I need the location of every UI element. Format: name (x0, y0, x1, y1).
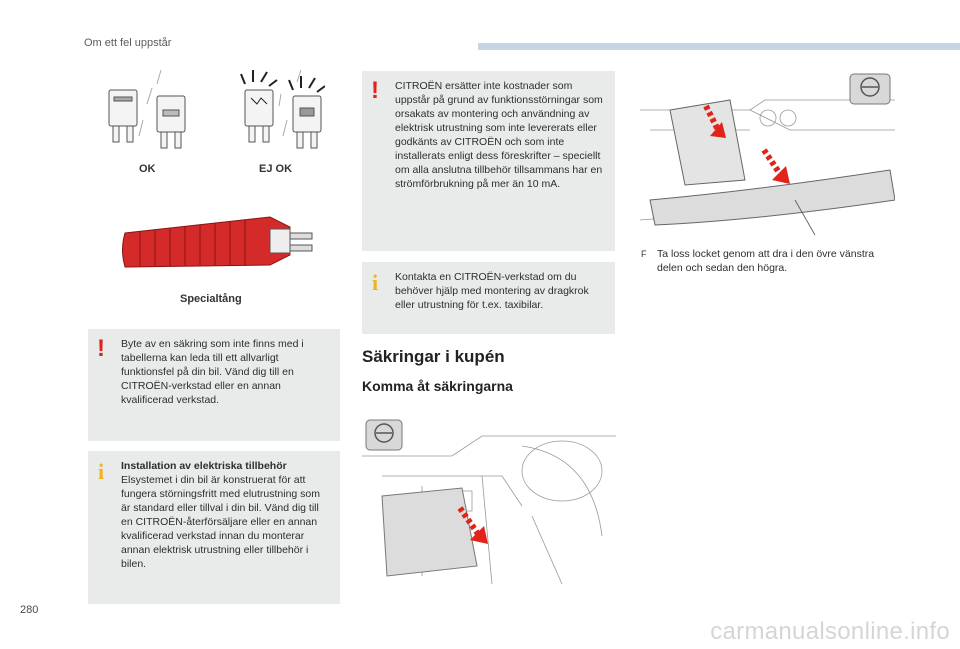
warning-exclamation-icon: ! (97, 335, 105, 362)
pliers-caption: Specialtång (180, 293, 242, 305)
fuse-blown-icon (244, 89, 274, 143)
glovebox-cover (381, 487, 478, 577)
watermark: carmanualsonline.info (710, 618, 950, 645)
info-box-electrical: i Installation av elektriska tillbehör E… (88, 451, 340, 604)
info-i-icon: i (98, 459, 105, 484)
step-remove-cover: F Ta loss locket genom att dra i den övr… (641, 247, 891, 275)
cabin-dashboard-illustration (362, 416, 616, 584)
red-arrow-icon (457, 506, 488, 544)
warning-exclamation-icon: ! (371, 77, 379, 104)
red-arrow-icon (703, 104, 726, 138)
steering-wheel-icon (365, 419, 403, 451)
section-title: Säkringar i kupén (362, 347, 505, 366)
step-text: Ta loss locket genom att dra i den övre … (657, 248, 875, 274)
fuse-blown-icon (292, 95, 322, 149)
glovebox-cavity (649, 169, 895, 226)
fuse-pliers-icon (122, 216, 313, 268)
fuse-not-ok-label: EJ OK (259, 163, 293, 175)
fuse-ok-label: OK (139, 163, 156, 175)
fuse-pliers-illustration (122, 216, 313, 268)
info-electrical-text: Elsystemet i din bil är konstruerat för … (121, 474, 321, 570)
glovebox-removal-illustration (640, 70, 895, 238)
header-bar (478, 43, 960, 50)
fuse-ok-icon (108, 89, 138, 143)
glovebox-cover (669, 99, 746, 186)
info-towbar-text: Kontakta en CITROËN-verkstad om du behöv… (395, 271, 589, 311)
section-subtitle: Komma åt säkringarna (362, 378, 513, 394)
red-arrow-icon (761, 148, 790, 184)
info-box-towbar: i Kontakta en CITROËN-verkstad om du beh… (362, 262, 615, 334)
warning-citroen-text: CITROËN ersätter inte kostnader som upps… (395, 80, 603, 190)
page-section-title: Om ett fel uppstår (84, 37, 172, 49)
warning-box-citroen: ! CITROËN ersätter inte kostnader som up… (362, 71, 615, 251)
step-bullet-icon: F (641, 249, 647, 259)
warning-fuse-text: Byte av en säkring som inte finns med i … (121, 338, 304, 406)
fuse-comparison-illustration (108, 70, 325, 149)
steering-wheel-icon (849, 73, 891, 105)
fuse-ok-icon (156, 95, 186, 149)
info-i-icon: i (372, 270, 379, 295)
info-electrical-title: Installation av elektriska tillbehör (121, 460, 287, 472)
page-number: 280 (20, 604, 39, 616)
warning-box-fuse: ! Byte av en säkring som inte finns med … (88, 329, 340, 441)
